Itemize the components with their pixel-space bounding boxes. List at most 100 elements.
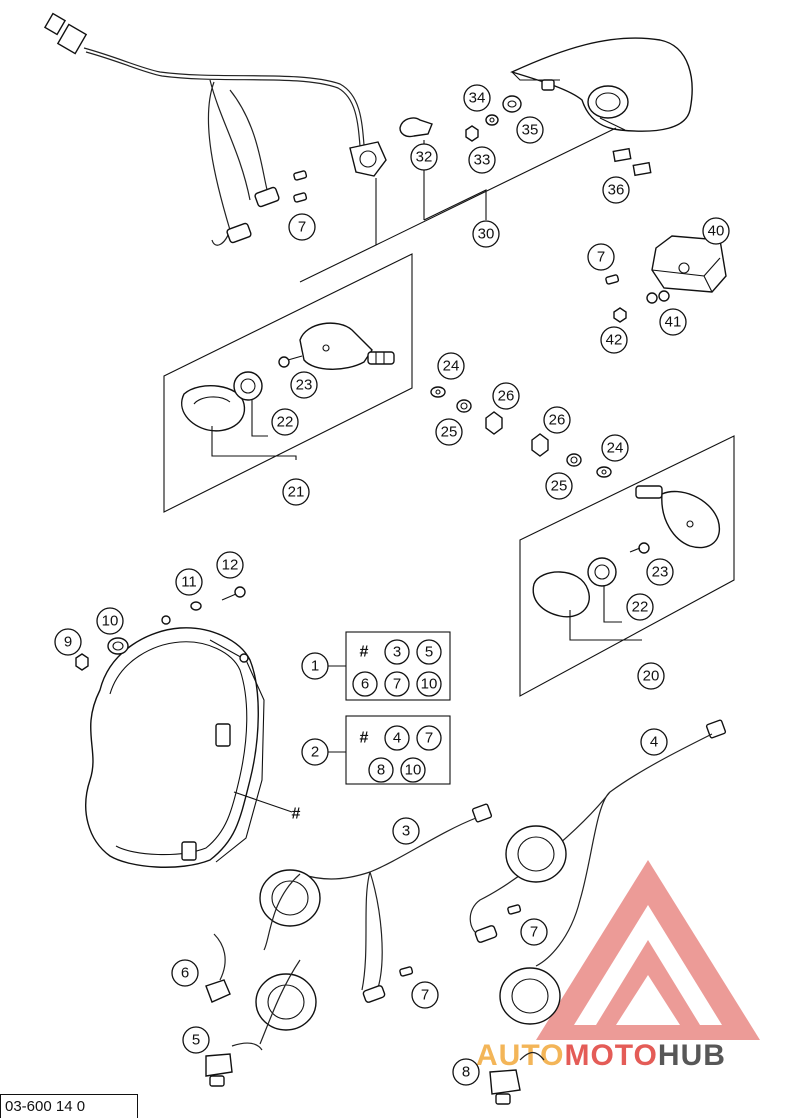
nut-26-left — [485, 411, 503, 435]
svg-text:21: 21 — [288, 484, 305, 501]
callout-11: 11 — [175, 568, 203, 596]
callout-41: 41 — [659, 308, 687, 336]
ring-bezel-4-upper — [505, 825, 567, 883]
bulb-socket-left-lower — [226, 222, 252, 244]
callout-30: 30 — [472, 220, 500, 248]
svg-text:34: 34 — [469, 90, 486, 107]
group-box-20 — [519, 435, 735, 697]
callout-20: 20 — [637, 662, 665, 690]
callout-32: 32 — [410, 143, 438, 171]
callout-7-lower-right: 7 — [520, 918, 548, 946]
indicator-housing-left — [299, 322, 395, 370]
lockwasher-25-right — [566, 453, 582, 467]
callout-22-right: 22 — [626, 593, 654, 621]
callout-40: 40 — [702, 217, 730, 245]
svg-text:23: 23 — [652, 564, 669, 581]
headlight-bulb-5 — [205, 1053, 233, 1087]
main-harness-wire — [83, 47, 365, 146]
kit-2-item: 10 — [405, 762, 422, 779]
callout-26-right: 26 — [543, 406, 571, 434]
screw-23-right — [629, 542, 650, 554]
kit-1-item: 10 — [421, 676, 438, 693]
license-plate-light-40 — [651, 235, 727, 293]
svg-text:9: 9 — [64, 634, 72, 651]
washer-24-right — [596, 466, 612, 478]
nut-33 — [465, 125, 479, 142]
indicator-lens-left — [181, 385, 246, 432]
tail-light-housing — [510, 37, 693, 132]
harness-3-wire — [299, 817, 477, 991]
svg-text:7: 7 — [597, 249, 605, 266]
svg-text:26: 26 — [498, 388, 515, 405]
svg-text:35: 35 — [522, 122, 539, 139]
lockwasher-25-left — [456, 399, 472, 413]
washer-34 — [485, 114, 499, 126]
grommet-10 — [107, 637, 129, 655]
kit-2-item: 7 — [425, 730, 433, 747]
kit-2-item: 4 — [393, 730, 401, 747]
kit-1-item: 3 — [393, 644, 401, 661]
callout-7-center: 7 — [411, 981, 439, 1009]
ring-bezel-3-upper — [259, 869, 321, 927]
callout-6: 6 — [171, 959, 199, 987]
kit-1-hash: # — [360, 644, 369, 661]
kit-1-contents: # 3 5 6 7 10 — [352, 639, 442, 697]
connector-4 — [705, 719, 727, 739]
svg-text:6: 6 — [181, 965, 189, 982]
svg-text:33: 33 — [474, 152, 491, 169]
callout-9: 9 — [54, 628, 82, 656]
small-bulb-7-top — [293, 170, 308, 203]
callout-7-right: 7 — [587, 243, 615, 271]
indicator-housing-right — [635, 485, 721, 549]
bulb-7-lower-right — [507, 904, 522, 915]
callout-36: 36 — [602, 176, 630, 204]
svg-text:36: 36 — [608, 182, 625, 199]
ring-bezel-4-lower — [499, 967, 561, 1025]
svg-text:5: 5 — [192, 1032, 200, 1049]
callout-10: 10 — [96, 607, 124, 635]
svg-text:7: 7 — [298, 219, 306, 236]
washers-41 — [646, 290, 670, 304]
watermark-hub: HUB — [658, 1039, 726, 1072]
svg-text:20: 20 — [643, 668, 660, 685]
ring-bezel-3-lower — [255, 973, 317, 1031]
bulb-7-center — [399, 966, 414, 977]
svg-text:3: 3 — [402, 823, 410, 840]
callout-21: 21 — [282, 478, 310, 506]
nut-42 — [613, 307, 627, 323]
svg-text:26: 26 — [549, 412, 566, 429]
bulb-socket-left-upper — [254, 186, 280, 208]
svg-text:1: 1 — [311, 658, 319, 675]
svg-text:11: 11 — [181, 574, 197, 591]
headlight-assembly — [85, 615, 265, 868]
svg-text:42: 42 — [606, 332, 623, 349]
callout-5: 5 — [182, 1026, 210, 1054]
svg-text:4: 4 — [650, 734, 658, 751]
kit-box-2 — [345, 715, 451, 785]
screw-9 — [75, 653, 89, 671]
kit-1-item: 6 — [361, 676, 369, 693]
connector-3 — [471, 803, 493, 823]
callout-23-left: 23 — [290, 371, 318, 399]
washer-24-left — [430, 386, 446, 398]
callout-7-top: 7 — [288, 213, 316, 241]
svg-text:32: 32 — [416, 149, 433, 166]
callout-22-left: 22 — [271, 408, 299, 436]
svg-text:10: 10 — [102, 613, 119, 630]
callout-8: 8 — [452, 1058, 480, 1086]
grommet-35 — [502, 95, 522, 113]
callout-25-right: 25 — [545, 472, 573, 500]
spacer-22-left — [233, 371, 263, 401]
callout-26-left: 26 — [492, 382, 520, 410]
group-box-21 — [163, 253, 413, 513]
drawing-code-label: 03-600 14 0 — [0, 1094, 138, 1118]
callout-35: 35 — [516, 116, 544, 144]
indicator-lens-right — [532, 571, 590, 618]
headlight-bulb-8 — [489, 1069, 521, 1105]
svg-text:23: 23 — [296, 377, 313, 394]
watermark-moto: MOTO — [564, 1039, 657, 1072]
svg-text:25: 25 — [551, 478, 568, 495]
callout-42: 42 — [600, 326, 628, 354]
callout-2: 2 — [301, 738, 329, 766]
